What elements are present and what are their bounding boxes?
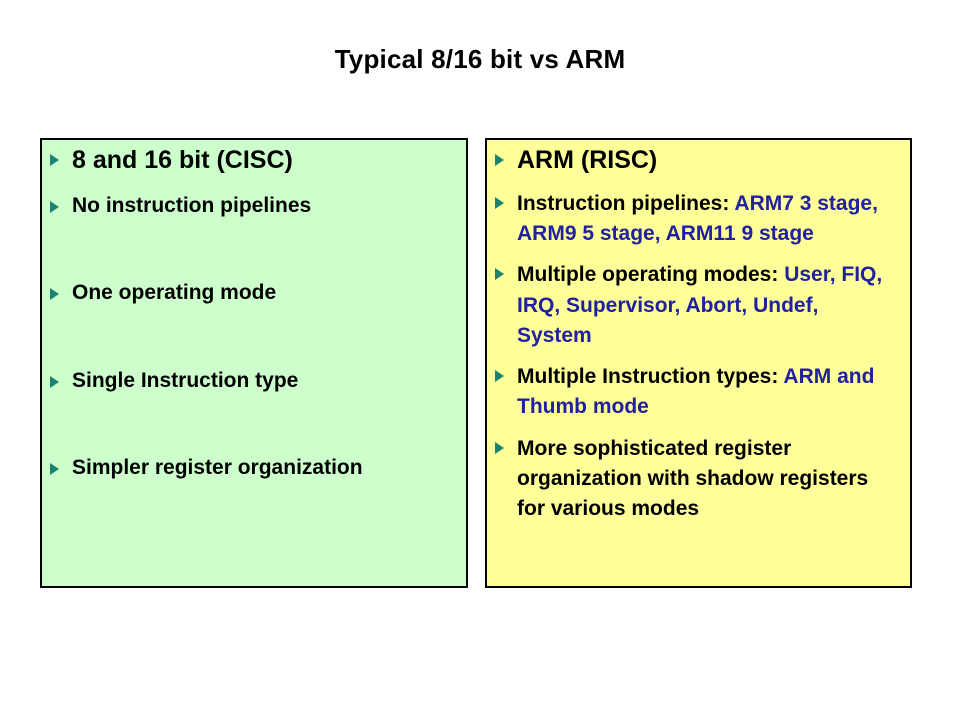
list-item: More sophisticated register organization… [493, 434, 898, 525]
list-item-text: More sophisticated register organization… [517, 434, 898, 525]
triangle-right-icon [495, 268, 504, 281]
list-item: Simpler register organization [48, 455, 454, 481]
list-item-text: One operating mode [72, 281, 277, 305]
text-segment-blue: User, FIQ, IRQ, Supervisor, Abort, Undef… [517, 263, 883, 347]
triangle-right-icon [495, 441, 504, 454]
list-item-text: Simpler register organization [72, 455, 363, 479]
list-item: One operating mode [48, 280, 454, 306]
list-item: Single Instruction type [48, 368, 454, 394]
triangle-right-icon [50, 462, 59, 475]
cisc-heading-row: 8 and 16 bit (CISC) [48, 145, 454, 175]
triangle-right-icon [495, 370, 504, 383]
text-segment-blue: ARM7 3 stage, ARM9 5 stage, ARM11 9 stag… [517, 192, 878, 246]
cisc-panel: 8 and 16 bit (CISC) No instruction pipel… [40, 138, 468, 588]
text-segment-black: Instruction pipelines: [517, 192, 735, 215]
arm-item-list: Instruction pipelines: ARM7 3 stage, ARM… [493, 189, 898, 524]
arm-heading-row: ARM (RISC) [493, 145, 898, 175]
text-segment-black: More sophisticated register organization… [517, 436, 869, 521]
list-item-text: Multiple operating modes: User, FIQ, IRQ… [517, 260, 898, 351]
text-segment-black: Multiple Instruction types: [517, 365, 784, 389]
list-item: Instruction pipelines: ARM7 3 stage, ARM… [493, 189, 898, 249]
triangle-right-icon [50, 154, 59, 166]
arm-panel: ARM (RISC) Instruction pipelines: ARM7 3… [485, 138, 912, 588]
triangle-right-icon [50, 201, 59, 213]
list-item: Multiple operating modes: User, FIQ, IRQ… [493, 260, 898, 351]
text-segment-blue: ARM and Thumb mode [517, 365, 875, 419]
list-item-text: Instruction pipelines: ARM7 3 stage, ARM… [517, 189, 898, 249]
triangle-right-icon [495, 197, 504, 209]
triangle-right-icon [495, 154, 504, 166]
slide-title: Typical 8/16 bit vs ARM [334, 44, 626, 74]
triangle-right-icon [50, 375, 59, 388]
arm-heading: ARM (RISC) [517, 146, 658, 174]
list-item: No instruction pipelines [48, 193, 454, 219]
triangle-right-icon [50, 288, 59, 301]
text-segment-black: Multiple operating modes: [517, 263, 785, 287]
cisc-heading: 8 and 16 bit (CISC) [72, 146, 293, 174]
list-item-text: Single Instruction type [72, 368, 299, 392]
list-item-text: Multiple Instruction types: ARM and Thum… [517, 362, 898, 422]
list-item-text: No instruction pipelines [72, 194, 312, 217]
list-item: Multiple Instruction types: ARM and Thum… [493, 362, 898, 422]
